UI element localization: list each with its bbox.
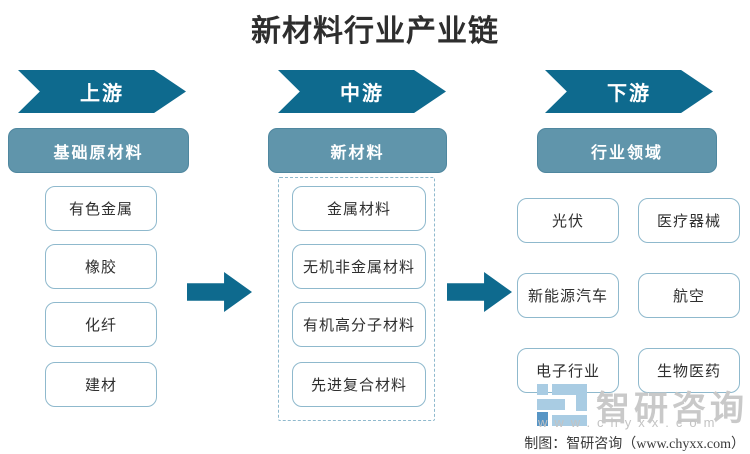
header-raw-materials: 基础原材料 xyxy=(8,128,189,173)
stage-label: 上游 xyxy=(80,83,124,105)
list-item: 先进复合材料 xyxy=(292,362,426,407)
list-item: 新能源汽车 xyxy=(517,273,619,318)
list-item: 生物医药 xyxy=(638,348,740,393)
stage-arrow-upstream: 上游 xyxy=(18,70,186,113)
list-item: 橡胶 xyxy=(45,244,157,289)
stage-arrow-downstream: 下游 xyxy=(545,70,713,113)
list-item: 光伏 xyxy=(517,198,619,243)
footer-credit: 制图：智研咨询（www.chyxx.com） xyxy=(524,437,745,452)
list-item: 航空 xyxy=(638,273,740,318)
list-item: 化纤 xyxy=(45,302,157,347)
list-item: 有色金属 xyxy=(45,186,157,231)
list-item: 建材 xyxy=(45,362,157,407)
watermark-brand: 智研咨询 xyxy=(596,390,748,428)
header-industry-fields: 行业领域 xyxy=(537,128,717,173)
list-item: 有机高分子材料 xyxy=(292,302,426,347)
midstream-group-box xyxy=(278,177,435,421)
header-new-materials: 新材料 xyxy=(268,128,447,173)
page-title: 新材料行业产业链 xyxy=(251,15,499,48)
watermark-url: www.chyxx.com xyxy=(538,415,722,430)
brand-logo-icon xyxy=(537,384,587,431)
list-item: 金属材料 xyxy=(292,186,426,231)
stage-label: 下游 xyxy=(607,83,651,105)
list-item: 无机非金属材料 xyxy=(292,244,426,289)
flow-arrow-icon xyxy=(447,272,512,312)
flow-arrow-icon xyxy=(187,272,252,312)
stage-arrow-midstream: 中游 xyxy=(278,70,446,113)
stage-label: 中游 xyxy=(340,83,384,105)
list-item: 医疗器械 xyxy=(638,198,740,243)
